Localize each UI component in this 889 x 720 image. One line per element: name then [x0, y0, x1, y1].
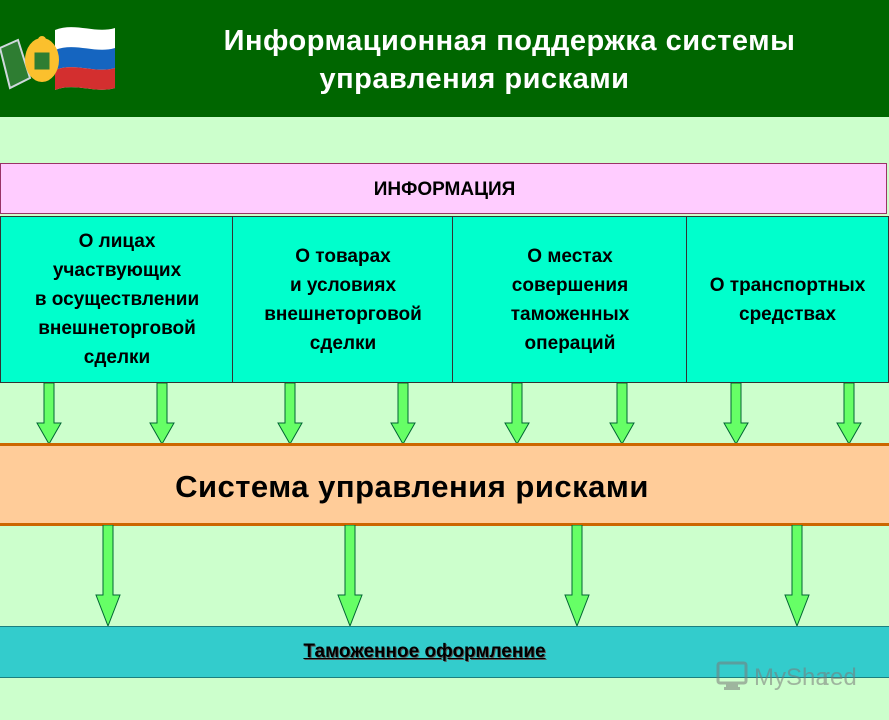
- arrow-down-icon: [609, 383, 635, 445]
- page-title: Информационная поддержка системы управле…: [0, 22, 889, 98]
- information-label: ИНФОРМАЦИЯ: [373, 179, 516, 200]
- category-goods-label: О товарах и условиях внешнеторговой сдел…: [264, 245, 422, 354]
- arrow-down-icon: [836, 383, 862, 445]
- arrow-down-icon: [504, 383, 530, 445]
- arrow-down-icon: [95, 525, 121, 627]
- arrow-down-icon: [564, 525, 590, 627]
- title-line-2: управления рисками: [319, 63, 630, 95]
- arrow-down-icon: [36, 383, 62, 445]
- emblem-flag-icon: [0, 27, 115, 90]
- arrow-down-icon: [149, 383, 175, 445]
- customs-clearance-bar: Таможенное оформление: [0, 626, 889, 678]
- category-places: О местах совершения таможенных операций: [452, 216, 688, 383]
- information-bar: ИНФОРМАЦИЯ: [0, 163, 887, 214]
- watermark-text-accent: red: [822, 664, 857, 691]
- category-persons-label: О лицах участвующих в осуществлении внеш…: [34, 231, 200, 368]
- customs-clearance-label: Таможенное оформление: [303, 641, 546, 662]
- category-vehicles-label: О транспортных средствах: [709, 274, 866, 325]
- arrow-down-icon: [723, 383, 749, 445]
- watermark-logo-icon: MySha red: [716, 661, 857, 691]
- risk-system-label: Система управления рисками: [175, 469, 649, 504]
- category-goods: О товарах и условиях внешнеторговой сдел…: [232, 216, 454, 383]
- header-bar: Информационная поддержка системы управле…: [0, 0, 889, 117]
- title-line-1: Информационная поддержка системы: [223, 25, 796, 57]
- risk-system-bar: Система управления рисками: [0, 443, 889, 526]
- arrow-down-icon: [784, 525, 810, 627]
- category-places-label: О местах совершения таможенных операций: [510, 245, 630, 354]
- watermark-text: MySha: [754, 664, 829, 691]
- arrow-down-icon: [390, 383, 416, 445]
- arrow-down-icon: [277, 383, 303, 445]
- category-vehicles: О транспортных средствах: [686, 216, 889, 383]
- category-persons: О лицах участвующих в осуществлении внеш…: [0, 216, 234, 383]
- arrow-down-icon: [337, 525, 363, 627]
